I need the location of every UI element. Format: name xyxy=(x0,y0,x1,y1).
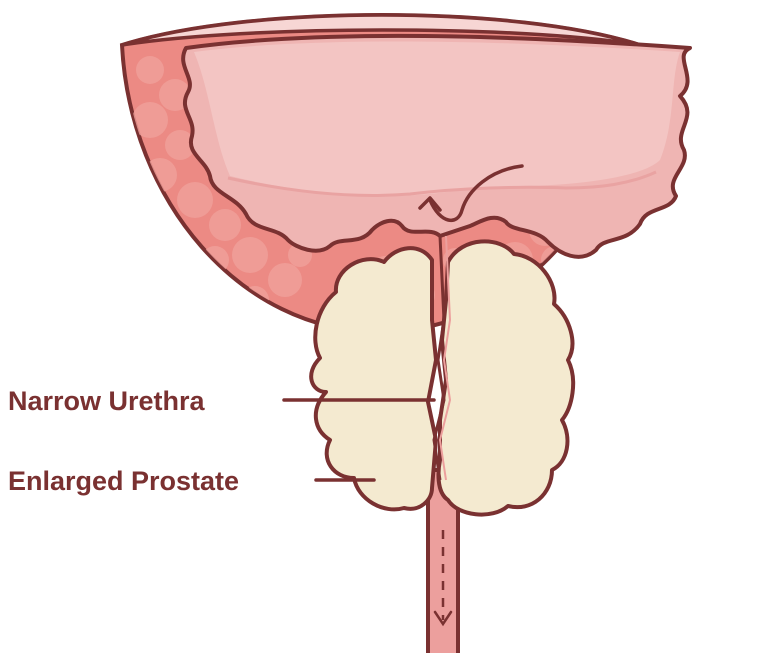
prostate-right-lobe xyxy=(438,241,573,514)
label-enlarged-prostate: Enlarged Prostate xyxy=(8,466,239,496)
label-narrow-urethra: Narrow Urethra xyxy=(8,386,206,416)
bladder-cavity xyxy=(183,36,690,257)
